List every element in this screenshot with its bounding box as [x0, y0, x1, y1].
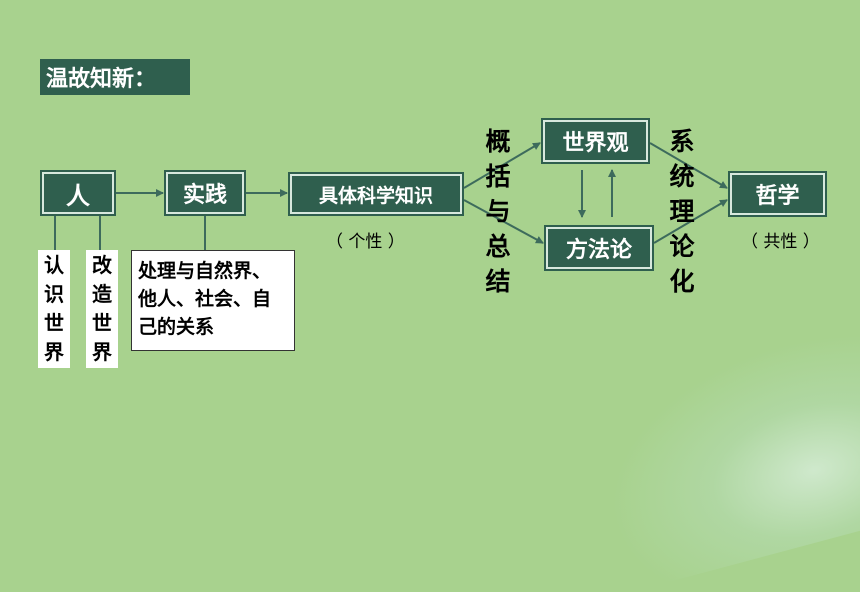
label-gexing: （ 个性 ）	[326, 232, 405, 252]
relation-textbox: 处理与自然界、他人、社会、自己的关系	[131, 250, 295, 351]
node-shijian: 实践	[166, 172, 244, 214]
arrow-shijieguan-zhexue	[649, 142, 728, 189]
label-gongxing: （ 共性 ）	[741, 232, 820, 252]
node-fangfalun: 方法论	[546, 227, 652, 269]
box-renshi-shijie: 认识世界	[38, 250, 70, 368]
node-juti-kexue-zhishi: 具体科学知识	[290, 174, 462, 214]
page-title: 温故知新：	[40, 59, 190, 95]
box-gaizao-shijie: 改造世界	[86, 250, 118, 368]
node-ren: 人	[42, 172, 114, 214]
label-gaikuo-zongjie: 概括与总结	[485, 127, 511, 296]
label-xitong-lilunhua: 系统理论化	[669, 127, 695, 296]
node-shijieguan: 世界观	[543, 120, 648, 162]
arrow-juti-fangfalun	[463, 199, 544, 244]
arrow-fangfalun-zhexue	[653, 199, 728, 244]
arrow-juti-shijieguan	[463, 142, 541, 189]
node-zhexue: 哲学	[730, 173, 825, 215]
connector-lines	[54, 142, 728, 250]
